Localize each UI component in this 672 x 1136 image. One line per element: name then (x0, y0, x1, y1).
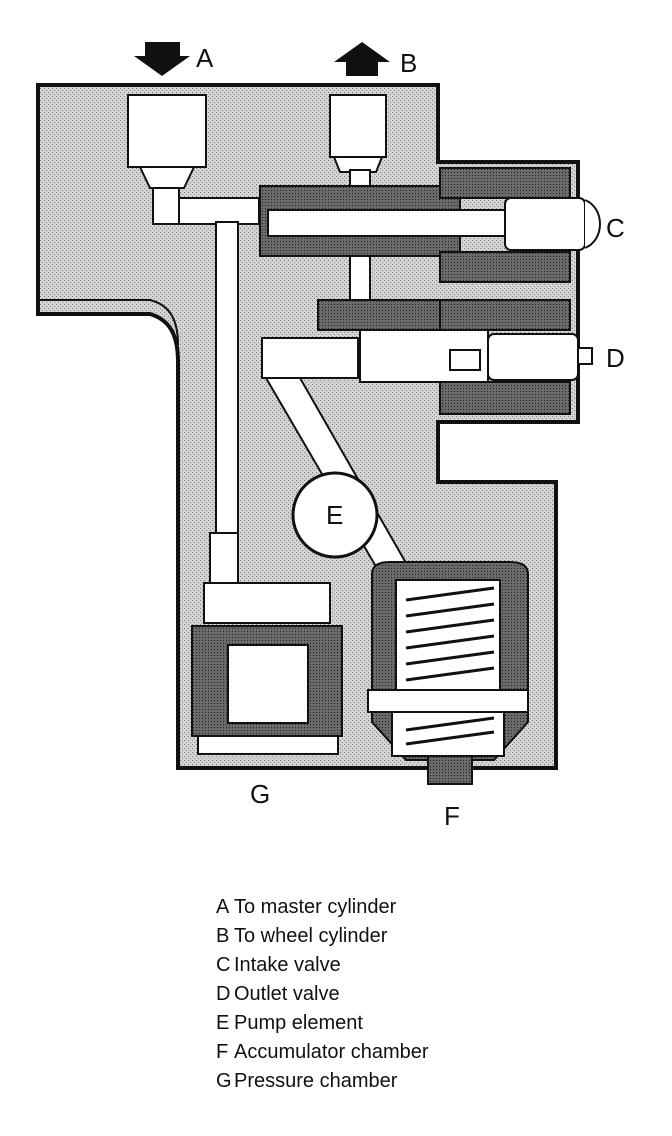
legend-letter: A (216, 896, 230, 918)
accumulator-chamber (367, 561, 529, 785)
arrow-up-icon (334, 42, 390, 76)
port-b (329, 94, 387, 173)
legend-text: To master cylinder (234, 896, 397, 918)
label-d: D (606, 343, 625, 373)
intake-valve (259, 167, 601, 283)
legend-text: Outlet valve (234, 983, 340, 1005)
label-a: A (196, 43, 214, 73)
legend-letter: D (216, 983, 231, 1005)
label-b: B (400, 48, 417, 78)
hydraulic-unit-diagram: A B C D E F G (36, 42, 625, 831)
label-e: E (326, 500, 343, 530)
legend-letter: B (216, 925, 230, 947)
legend-letter: F (216, 1041, 229, 1063)
legend-text: Pressure chamber (234, 1070, 398, 1092)
spring (405, 586, 495, 746)
legend-letter: G (216, 1070, 232, 1092)
legend-letter: C (216, 954, 231, 976)
legend-text: Intake valve (234, 954, 341, 976)
outlet-valve (261, 299, 593, 415)
legend-text: Accumulator chamber (234, 1041, 429, 1063)
pump-element (291, 471, 379, 559)
label-f: F (444, 801, 460, 831)
arrow-down-icon (134, 42, 190, 76)
legend-letter: E (216, 1012, 230, 1034)
pressure-chamber (191, 532, 343, 755)
legend-text: Pump element (234, 1012, 363, 1034)
label-g: G (250, 779, 270, 809)
legend-text: To wheel cylinder (234, 925, 388, 947)
housing-ledge (38, 299, 179, 346)
label-c: C (606, 213, 625, 243)
